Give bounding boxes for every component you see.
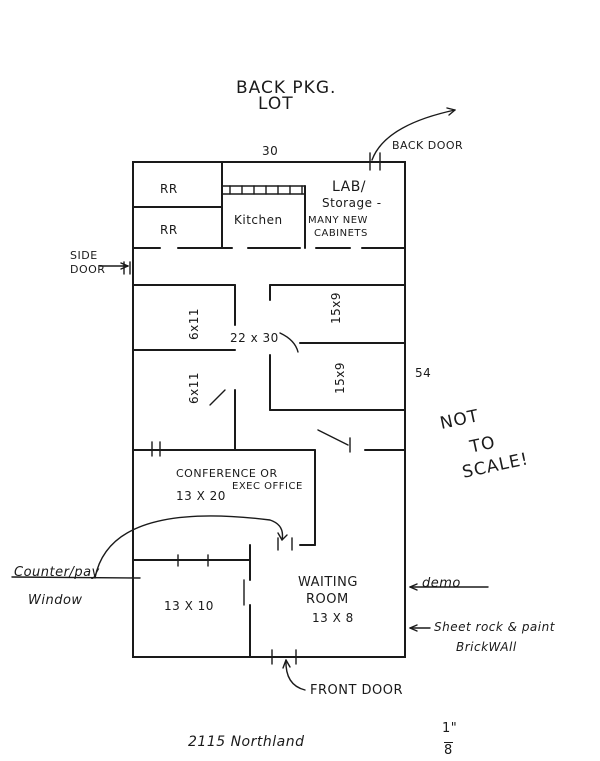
counter-window-label-1: Counter/pay [14, 565, 100, 580]
lab-label-2: Storage - [322, 196, 382, 210]
waiting-room-label-3: 13 X 8 [312, 611, 354, 625]
scale-denominator: 8 [444, 742, 453, 758]
door-swings [209, 332, 351, 453]
conference-label-1: CONFERENCE OR [176, 467, 278, 480]
kitchen-label: Kitchen [234, 213, 283, 227]
hall-label: 22 x 30 [230, 331, 279, 345]
conference-label-3: 13 X 20 [176, 489, 226, 503]
side-door-label-2: DOOR [70, 263, 106, 276]
restroom-top-label: RR [160, 182, 178, 196]
demo-label: demo [422, 576, 461, 591]
lab-label-4: CABINETS [314, 228, 368, 239]
side-door-label-1: SIDE [70, 249, 98, 262]
title-line-1: BACK PKG. [236, 78, 337, 98]
sheetrock-label-2: BrickWAll [456, 640, 517, 654]
waiting-room-label-2: ROOM [306, 592, 349, 607]
scale-numerator: 1" [442, 721, 458, 736]
office-c-label: 6x11 [187, 307, 202, 341]
sheetrock-label-1: Sheet rock & paint [434, 620, 555, 634]
cabinet-hatch [221, 185, 306, 195]
width-dimension: 30 [262, 144, 279, 158]
counter-window-label-2: Window [28, 593, 83, 608]
depth-dimension: 54 [415, 366, 432, 380]
interior-walls [132, 161, 406, 658]
waiting-room-label-1: WAITING [298, 575, 358, 590]
office-d-label: 6x11 [187, 371, 202, 405]
office-a-label: 15x9 [329, 291, 344, 325]
lab-label-1: LAB/ [332, 179, 367, 195]
back-door-label: BACK DOOR [392, 139, 464, 152]
office-b-label: 15x9 [333, 361, 348, 395]
leader-arrows [11, 107, 489, 691]
restroom-bottom-label: RR [160, 223, 178, 237]
title-line-2: LOT [258, 94, 294, 114]
address-label: 2115 Northland [188, 734, 305, 750]
front-office-label: 13 X 10 [164, 599, 214, 613]
conference-label-2: EXEC OFFICE [232, 481, 303, 492]
front-door-label: FRONT DOOR [310, 683, 404, 698]
lab-label-3: MANY NEW [308, 215, 368, 226]
